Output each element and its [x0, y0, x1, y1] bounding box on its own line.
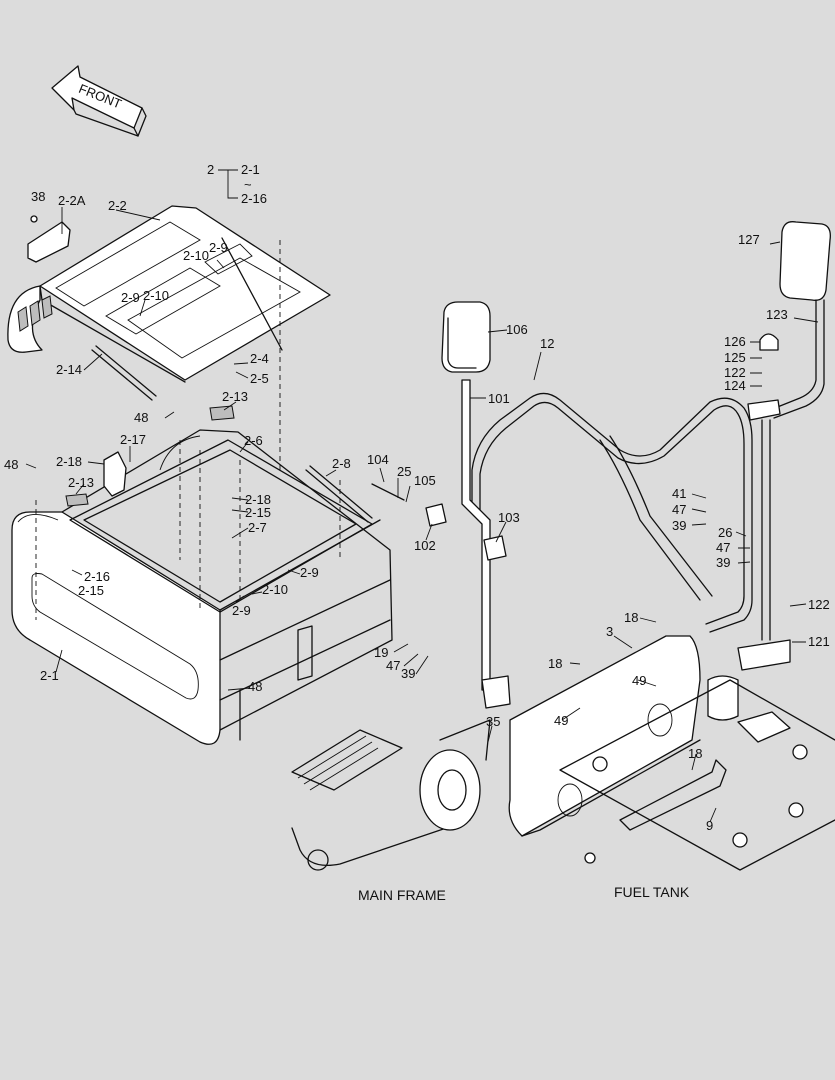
plate-2-13a: [65, 493, 89, 507]
label-p41: 41: [672, 486, 686, 501]
group-key-sep: ~: [244, 177, 252, 192]
label-p2-14: 2-14: [56, 362, 82, 377]
front-arrow-icon: FRONT: [51, 65, 147, 137]
part-labels: 38 2-2A 2-2 2-10 2-9 2-9 2-10 2-14 2-4 2…: [4, 189, 830, 833]
label-p2-8: 2-8: [332, 456, 351, 471]
main-frame: [291, 719, 491, 871]
gas-spring-2-14: [91, 345, 157, 401]
label-p2-2A: 2-2A: [58, 193, 86, 208]
label-p2-18a: 2-18: [56, 454, 82, 469]
label-p2-6: 2-6: [244, 433, 263, 448]
label-p2-13b: 2-13: [68, 475, 94, 490]
pole-101: [461, 379, 491, 691]
cap-126: [759, 333, 779, 351]
caption-main-frame: MAIN FRAME: [358, 887, 446, 903]
label-p2-16: 2-16: [84, 569, 110, 584]
label-p2-2: 2-2: [108, 198, 127, 213]
label-p2-1: 2-1: [40, 668, 59, 683]
label-p106: 106: [506, 322, 528, 337]
label-p18a: 18: [624, 610, 638, 625]
label-p3: 3: [606, 624, 613, 639]
label-p2-10a: 2-10: [183, 248, 209, 263]
group-key-first: 2-1: [241, 162, 260, 177]
bracket-103: [483, 535, 507, 561]
label-p2-18b: 2-18: [245, 492, 271, 507]
label-p122a: 122: [724, 365, 746, 380]
label-p47b: 47: [672, 502, 686, 517]
label-p39c: 39: [716, 555, 730, 570]
label-p48b: 48: [4, 457, 18, 472]
group-key: 2 2-1 ~ 2-16: [207, 162, 267, 206]
label-p18b: 18: [548, 656, 562, 671]
label-p38: 38: [31, 189, 45, 204]
stay-123: [769, 299, 825, 419]
fuel-tank-cover: [508, 635, 701, 837]
hinge-2-18: [103, 451, 127, 497]
label-p2-9d: 2-9: [232, 603, 251, 618]
label-p39b: 39: [672, 518, 686, 533]
label-p103: 103: [498, 510, 520, 525]
label-p123: 123: [766, 307, 788, 322]
label-p47c: 47: [716, 540, 730, 555]
label-p125: 125: [724, 350, 746, 365]
label-p35: 35: [486, 714, 500, 729]
tank-pad: [737, 711, 791, 743]
label-p48a: 48: [134, 410, 148, 425]
caption-fuel-tank: FUEL TANK: [614, 884, 690, 900]
gas-spring-2-8: [305, 465, 373, 523]
label-p2-13a: 2-13: [222, 389, 248, 404]
group-key-parent: 2: [207, 162, 214, 177]
handrail-12: [471, 392, 753, 633]
label-p2-10b: 2-10: [143, 288, 169, 303]
label-p26: 26: [718, 525, 732, 540]
engine-hood: [7, 205, 331, 470]
label-p124: 124: [724, 378, 746, 393]
label-p47a: 47: [386, 658, 400, 673]
mirror-106: [441, 301, 491, 373]
label-p2-17: 2-17: [120, 432, 146, 447]
label-p104: 104: [367, 452, 389, 467]
label-p105: 105: [414, 473, 436, 488]
label-p2-15a: 2-15: [245, 505, 271, 520]
label-p2-5: 2-5: [250, 371, 269, 386]
fuel-tank: [559, 679, 835, 871]
label-p121: 121: [808, 634, 830, 649]
label-p101: 101: [488, 391, 510, 406]
label-p9: 9: [706, 818, 713, 833]
leader-lines: [25, 207, 819, 823]
label-p12: 12: [540, 336, 554, 351]
bracket-9: [619, 759, 727, 831]
label-p2-9b: 2-9: [121, 290, 140, 305]
label-p48c: 48: [248, 679, 262, 694]
plate-2-13b: [209, 405, 235, 421]
label-p2-9c: 2-9: [300, 565, 319, 580]
bracket-102: [425, 503, 447, 527]
mirror-base: [737, 639, 791, 671]
mirror-pole: [761, 419, 771, 641]
mirror-clamp: [747, 399, 781, 421]
label-p102: 102: [414, 538, 436, 553]
pole-base: [481, 675, 511, 709]
label-p49a: 49: [632, 673, 646, 688]
label-p2-7: 2-7: [248, 520, 267, 535]
label-p39a: 39: [401, 666, 415, 681]
label-p2-15b: 2-15: [78, 583, 104, 598]
group-key-last: 2-16: [241, 191, 267, 206]
label-p2-9a: 2-9: [209, 240, 228, 255]
label-p122b: 122: [808, 597, 830, 612]
cover-body: [11, 429, 393, 745]
label-p127: 127: [738, 232, 760, 247]
bolt-104: [371, 483, 405, 501]
label-p19: 19: [374, 645, 388, 660]
label-p2-4: 2-4: [250, 351, 269, 366]
latch-bracket: [27, 215, 71, 263]
label-p18c: 18: [688, 746, 702, 761]
label-p25: 25: [397, 464, 411, 479]
label-p126: 126: [724, 334, 746, 349]
mirror-127: [779, 221, 831, 301]
label-p49b: 49: [554, 713, 568, 728]
label-p2-10c: 2-10: [262, 582, 288, 597]
